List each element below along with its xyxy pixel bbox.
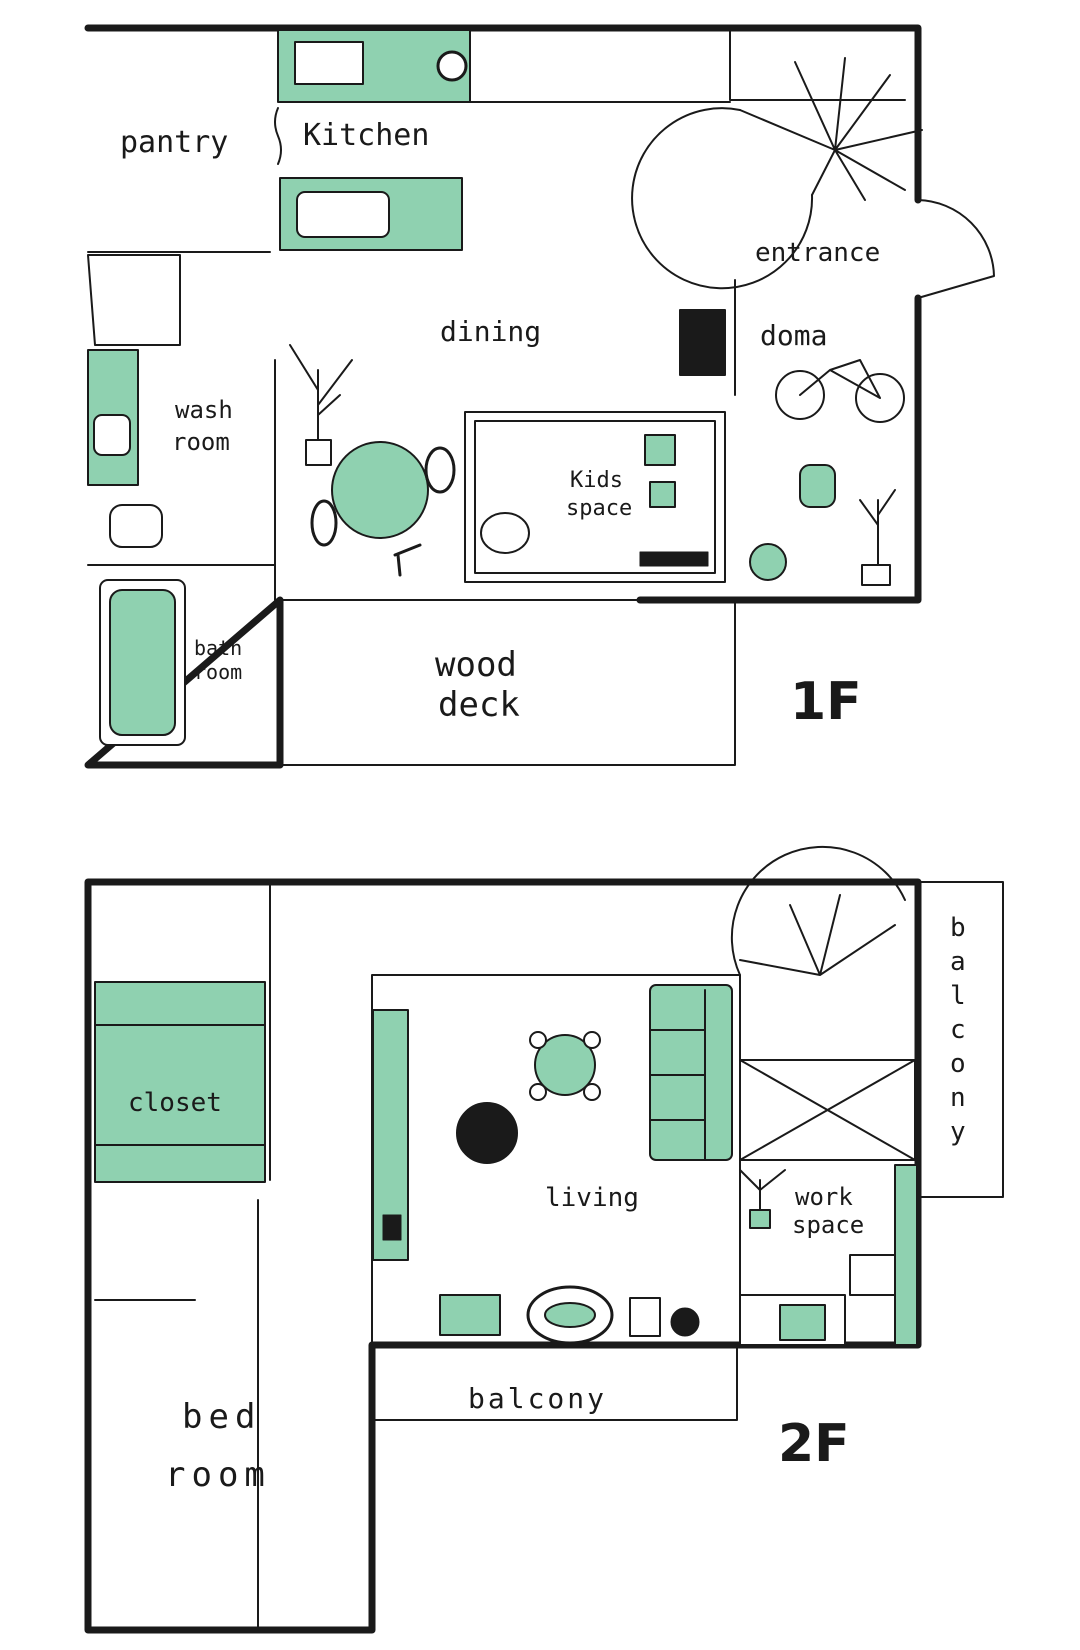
label-balcony-side: b a l c o n y (950, 915, 980, 1145)
label-wash-room-1: wash (175, 396, 233, 424)
label-balcony-side-letter: l (950, 981, 966, 1011)
bench (679, 309, 726, 376)
label-pantry: pantry (120, 125, 229, 160)
label-kitchen: Kitchen (303, 118, 430, 153)
f2-spiral-stair (730, 845, 906, 976)
toilet (109, 504, 163, 548)
label-bath-room-1: bath (194, 636, 243, 660)
label-living: living (545, 1183, 639, 1213)
floor-1-label: 1F (790, 672, 862, 732)
label-balcony-side-letter: n (950, 1083, 966, 1113)
label-doma: doma (760, 319, 828, 352)
label-balcony-bottom: balcony (468, 1382, 608, 1415)
entrance-door (917, 199, 995, 299)
label-balcony-side-letter: y (950, 1117, 966, 1147)
work-shelf (894, 1164, 918, 1346)
coffee-table (534, 1034, 596, 1096)
label-balcony-side-letter: a (950, 947, 966, 977)
floor-1-plan (84, 24, 995, 769)
label-wood-deck-2: deck (438, 685, 520, 725)
wood-stove (456, 1102, 518, 1164)
balcony-side-outline (917, 881, 1004, 1198)
label-closet: closet (128, 1088, 222, 1118)
label-bed-room-1: bed (182, 1397, 262, 1437)
label-balcony-side-letter: c (950, 1015, 966, 1045)
kids-rug (464, 411, 726, 583)
label-work-space-2: space (792, 1211, 865, 1239)
label-bath-room-2: room (194, 660, 243, 684)
label-balcony-side-letter: o (950, 1049, 966, 1079)
label-kids-space-1: Kids (570, 468, 623, 493)
bicycle (799, 359, 881, 399)
label-entrance: entrance (755, 238, 881, 268)
label-bed-room-2: room (165, 1455, 271, 1495)
closet-band (94, 981, 266, 1183)
floor-2-label: 2F (778, 1414, 850, 1474)
sofa (649, 984, 733, 1161)
label-balcony-side-letter: b (950, 913, 966, 943)
label-kids-space-2: space (566, 496, 633, 521)
f1-plant-tree (289, 344, 353, 441)
floor-2-plan (84, 845, 1004, 1634)
wood-deck-outline (279, 599, 736, 766)
dining-table (331, 441, 429, 539)
label-wood-deck-1: wood (435, 645, 517, 685)
label-work-space-1: work (795, 1183, 853, 1211)
f1-spiral-stair (631, 57, 923, 290)
label-wash-room-2: room (172, 428, 230, 456)
label-dining: dining (440, 315, 542, 348)
stair-void (739, 1059, 916, 1161)
balcony-bottom-outline (371, 1344, 738, 1421)
